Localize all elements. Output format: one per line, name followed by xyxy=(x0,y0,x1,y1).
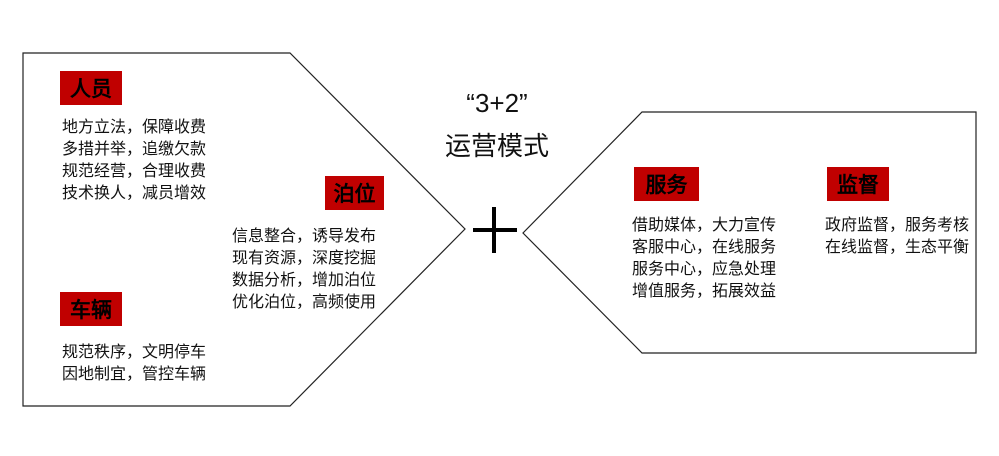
text-line: 规范秩序，文明停车 xyxy=(62,344,207,361)
text-line: 政府监督，服务考核 xyxy=(825,217,970,234)
text-line: 因地制宜，管控车辆 xyxy=(62,366,207,383)
text-line: 数据分析，增加泊位 xyxy=(232,272,377,289)
service-text: 借助媒体，大力宣传 客服中心，在线服务 服务中心，应急处理 增值服务，拓展效益 xyxy=(632,215,776,303)
personnel-tag: 人员 xyxy=(60,71,122,105)
text-line: 信息整合，诱导发布 xyxy=(232,228,377,245)
berth-text: 信息整合，诱导发布 现有资源，深度挖掘 数据分析，增加泊位 优化泊位，高频使用 xyxy=(232,226,376,314)
text-line: 技术换人，减员增效 xyxy=(62,185,207,202)
text-line: 地方立法，保障收费 xyxy=(62,119,207,136)
text-line: 服务中心，应急处理 xyxy=(632,261,777,278)
plus-icon xyxy=(473,207,517,253)
vehicle-text: 规范秩序，文明停车 因地制宜，管控车辆 xyxy=(62,342,206,386)
text-line: 借助媒体，大力宣传 xyxy=(632,217,777,234)
text-line: 规范经营，合理收费 xyxy=(62,163,207,180)
service-tag: 服务 xyxy=(634,167,699,201)
text-line: 现有资源，深度挖掘 xyxy=(232,250,377,267)
left-arrow-shape xyxy=(22,52,466,407)
title-line2: 运营模式 xyxy=(444,131,549,161)
title-line1: “3+2” xyxy=(466,88,528,118)
text-line: 客服中心，在线服务 xyxy=(632,239,777,256)
supervision-text: 政府监督，服务考核 在线监督，生态平衡 xyxy=(825,215,969,259)
text-line: 增值服务，拓展效益 xyxy=(632,283,777,300)
berth-tag: 泊位 xyxy=(325,176,384,210)
text-line: 优化泊位，高频使用 xyxy=(232,294,377,311)
text-line: 多措并举，追缴欠款 xyxy=(62,141,207,158)
personnel-text: 地方立法，保障收费 多措并举，追缴欠款 规范经营，合理收费 技术换人，减员增效 xyxy=(62,117,206,205)
supervision-tag: 监督 xyxy=(827,167,889,201)
text-line: 在线监督，生态平衡 xyxy=(825,239,970,256)
vehicle-tag: 车辆 xyxy=(60,292,122,326)
